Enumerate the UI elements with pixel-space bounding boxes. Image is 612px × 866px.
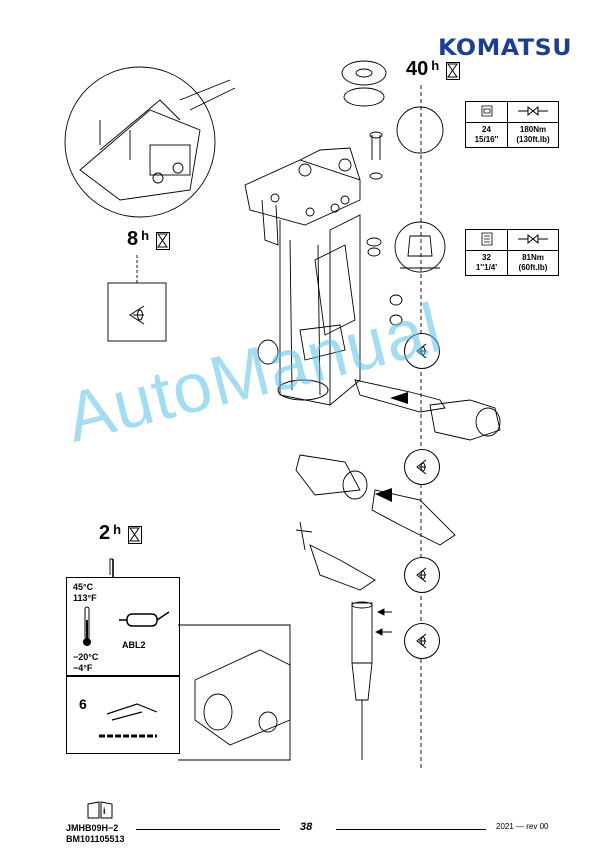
hourglass-icon: [128, 526, 143, 544]
temp-high-c: 45°C: [73, 582, 94, 592]
detail-view-circle: [64, 66, 216, 218]
interval-unit: h: [141, 228, 150, 243]
grease-strokes-box: 6: [66, 675, 180, 754]
svg-text:i: i: [103, 806, 106, 816]
grease-type: ABL2: [122, 640, 146, 650]
interval-unit: h: [113, 522, 122, 537]
wrench-torque-icon: [508, 230, 558, 250]
eye-inspect-icon: [404, 449, 440, 485]
hourglass-icon: [446, 62, 461, 80]
torque-value: 180Nm(130ft.lb): [508, 122, 558, 147]
interval-value: 8: [127, 228, 139, 250]
grease-pump-icon: [97, 694, 167, 749]
document-number: BM101105513: [66, 834, 125, 844]
document-code: JMHB09H−2 BM101105513: [66, 823, 125, 845]
inspection-box: [107, 282, 167, 342]
eye-inspect-icon: [120, 298, 154, 337]
nut-icon: [466, 230, 508, 250]
interval-value: 40: [406, 58, 429, 80]
torque-value: 81Nm(60ft.lb): [508, 250, 558, 275]
temp-low-c: −20°C: [73, 652, 99, 662]
footer-rule-left: [136, 829, 280, 830]
interval-value: 2: [99, 522, 111, 544]
temp-low-f: −4°F: [73, 663, 93, 673]
book-info-icon: i: [86, 800, 114, 825]
wrench-torque-icon: [508, 102, 558, 122]
footer-rule-right: [336, 829, 486, 830]
hourglass-icon: [156, 232, 171, 250]
revision: 2021 — rev 00: [496, 822, 549, 831]
stroke-count: 6: [79, 696, 87, 712]
eye-inspect-icon: [404, 623, 440, 659]
grease-gun-icon: [117, 608, 173, 636]
temp-high-f: 113°F: [73, 593, 97, 603]
page-number: 38: [300, 821, 313, 833]
interval-unit: h: [431, 58, 440, 73]
eye-inspect-icon: [404, 557, 440, 593]
model-code: JMHB09H−2: [66, 823, 119, 833]
grease-spec-box: 45°C 113°F −20°C −4°F ABL2: [66, 577, 180, 677]
nut-icon: [466, 102, 508, 122]
eye-inspect-icon: [404, 333, 440, 369]
thermometer-icon: [81, 606, 93, 650]
brand-logo: KOMATSU: [438, 36, 573, 61]
